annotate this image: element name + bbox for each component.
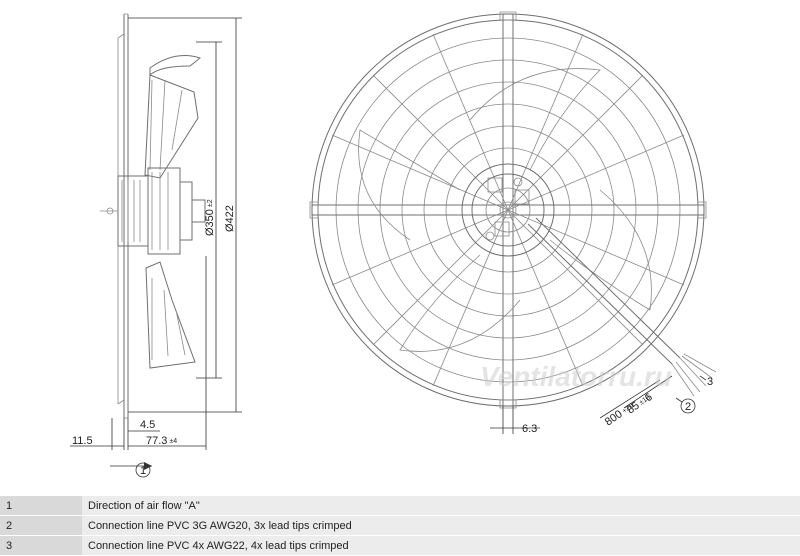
side-view: Ø350±2 Ø422 4.5 11.5 77.3±4 1 <box>70 13 242 478</box>
legend-row: 1 Direction of air flow "A" <box>0 496 800 516</box>
legend-row: 3 Connection line PVC 4x AWG22, 4x lead … <box>0 535 800 556</box>
legend-table: 1 Direction of air flow "A" 2 Connection… <box>0 496 800 556</box>
dim-11-5: 11.5 <box>72 435 93 447</box>
legend-number: 2 <box>0 515 82 536</box>
legend-number: 1 <box>0 496 82 516</box>
watermark: Ventilatorru.ru <box>480 361 672 392</box>
front-view: 6.3 6 85±10 800+20 2 3 Ventilatorru.ru <box>309 11 717 435</box>
dim-77-3: 77.3±4 <box>146 435 177 447</box>
legend-row: 2 Connection line PVC 3G AWG20, 3x lead … <box>0 515 800 536</box>
legend-description: Direction of air flow "A" <box>82 496 800 516</box>
dim-6-3: 6.3 <box>522 423 537 435</box>
callout-3: 3 <box>707 376 713 388</box>
callout-1: 1 <box>140 465 146 477</box>
dim-4-5: 4.5 <box>140 419 155 431</box>
dim-422: Ø422 <box>224 205 236 232</box>
dim-6: 6 <box>643 391 655 404</box>
callout-2: 2 <box>685 401 691 413</box>
legend-description: Connection line PVC 4x AWG22, 4x lead ti… <box>82 535 800 556</box>
legend-description: Connection line PVC 3G AWG20, 3x lead ti… <box>82 515 800 536</box>
dim-350: Ø350±2 <box>204 199 216 236</box>
legend-number: 3 <box>0 535 82 556</box>
